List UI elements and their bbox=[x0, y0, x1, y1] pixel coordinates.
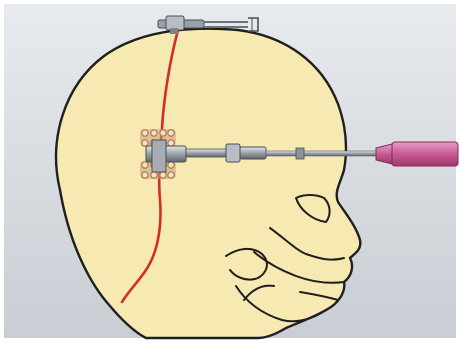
screw-hole bbox=[168, 162, 174, 168]
screw-hole bbox=[142, 140, 148, 146]
screw-hole bbox=[168, 130, 174, 136]
screw-hole bbox=[142, 162, 148, 168]
screw-hole bbox=[168, 172, 174, 178]
skull-outline bbox=[56, 29, 360, 338]
top-distractor-pin bbox=[170, 28, 178, 34]
screw-hole bbox=[151, 130, 157, 136]
screw-hole bbox=[151, 172, 157, 178]
top-distractor-block bbox=[166, 16, 184, 30]
screw-hole bbox=[142, 172, 148, 178]
screw-hole bbox=[168, 140, 174, 146]
activation-handle bbox=[392, 142, 458, 166]
distractor-collar bbox=[226, 144, 240, 162]
screw-hole bbox=[142, 130, 148, 136]
activation-rod-joint bbox=[296, 148, 304, 159]
distractor-sleeve bbox=[240, 147, 266, 159]
distractor-post bbox=[152, 140, 166, 172]
screw-hole bbox=[160, 172, 166, 178]
screw-hole bbox=[160, 130, 166, 136]
activation-tip-taper bbox=[376, 144, 392, 164]
activation-rod bbox=[266, 151, 376, 156]
